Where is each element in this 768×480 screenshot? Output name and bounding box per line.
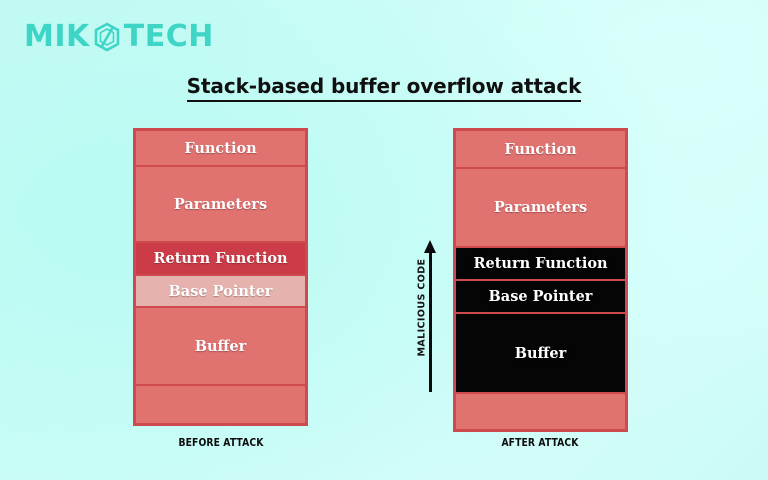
stack-row-return-function: Return Function — [456, 248, 625, 281]
stack-row-label: Parameters — [493, 199, 588, 216]
caption-after-attack: AFTER ATTACK — [501, 437, 579, 449]
stack-row-parameters: Parameters — [136, 167, 305, 243]
stack-row-base-pointer: Base Pointer — [136, 276, 305, 308]
stack-row-label: Return Function — [473, 255, 608, 272]
malicious-code-annotation: MALICIOUS CODE — [404, 240, 444, 392]
stack-row-function: Function — [136, 131, 305, 167]
stack-row-label: Base Pointer — [488, 288, 593, 305]
page-title: Stack-based buffer overflow attack — [0, 74, 768, 102]
stack-row-empty — [136, 386, 305, 423]
brand-logo: MIK TECH — [24, 22, 214, 52]
stack-row-label: Function — [184, 139, 257, 157]
stack-row-empty — [456, 394, 625, 429]
stack-row-label: Base Pointer — [168, 282, 273, 300]
arrow-shaft — [429, 250, 432, 392]
stack-diagram-after: Function Parameters Return Function Base… — [453, 128, 628, 432]
malicious-code-label: MALICIOUS CODE — [416, 258, 428, 357]
stack-row-parameters: Parameters — [456, 169, 625, 248]
brand-name-left: MIK — [24, 19, 90, 54]
stack-diagram-before: Function Parameters Return Function Base… — [133, 128, 308, 426]
caption-before-attack: BEFORE ATTACK — [178, 437, 264, 449]
stack-row-label: Return Function — [153, 250, 288, 267]
up-arrow-icon — [424, 240, 436, 253]
stack-row-label: Function — [504, 140, 577, 158]
brand-name-right: TECH — [123, 19, 214, 54]
page-title-text: Stack-based buffer overflow attack — [186, 74, 581, 102]
stack-row-label: Parameters — [173, 195, 268, 213]
hexagon-slash-icon — [93, 22, 121, 52]
stack-row-label: Buffer — [514, 344, 567, 362]
stack-row-label: Buffer — [194, 337, 247, 355]
stack-row-buffer: Buffer — [456, 314, 625, 394]
stack-row-function: Function — [456, 131, 625, 169]
stack-row-base-pointer: Base Pointer — [456, 281, 625, 314]
stack-row-buffer: Buffer — [136, 308, 305, 386]
stack-row-return-function: Return Function — [136, 243, 305, 276]
